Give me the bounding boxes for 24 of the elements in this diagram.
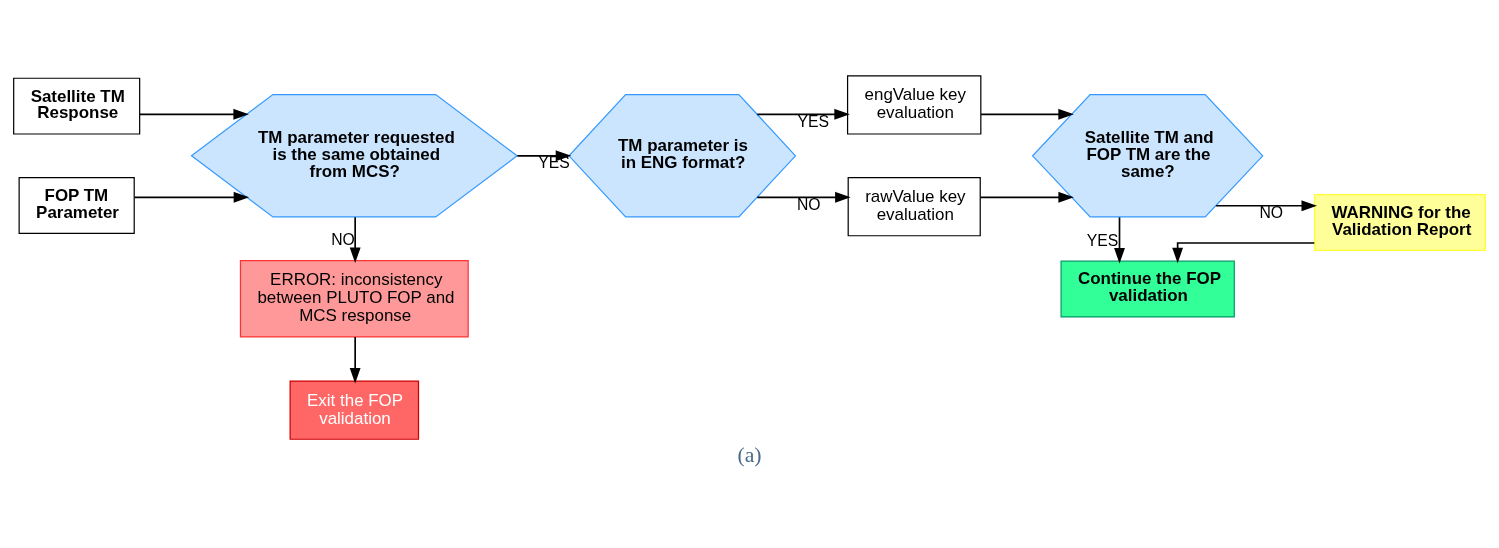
node-box: WARNING for the Validation Report	[1313, 193, 1486, 251]
node-box: rawValue key evaluation	[847, 176, 981, 236]
edge-label: NO	[796, 195, 821, 213]
edge-label: NO	[331, 230, 355, 248]
edge-label: YES	[797, 112, 829, 130]
arrow	[349, 335, 361, 383]
arrow	[133, 191, 250, 203]
caption: (a)	[737, 442, 762, 467]
arrow	[1172, 241, 1316, 263]
arrow	[349, 215, 361, 263]
edge-label: YES	[1086, 231, 1119, 249]
arrow	[756, 108, 850, 120]
arrow	[1215, 199, 1318, 211]
node-box: Exit the FOP validation	[289, 380, 420, 440]
node-box: FOP TM Parameter	[18, 176, 135, 234]
node-box: engValue key evaluation	[847, 74, 982, 135]
arrow	[1114, 216, 1125, 264]
node-box: Continue the FOP validation	[1060, 260, 1235, 317]
node-box: Satellite TM Response	[13, 77, 141, 135]
arrow	[980, 108, 1074, 120]
node-box: ERROR: inconsistency between PLUTO FOP and MCS response	[239, 259, 469, 337]
arrow	[979, 191, 1074, 203]
arrow	[138, 108, 249, 120]
arrow	[756, 191, 851, 203]
